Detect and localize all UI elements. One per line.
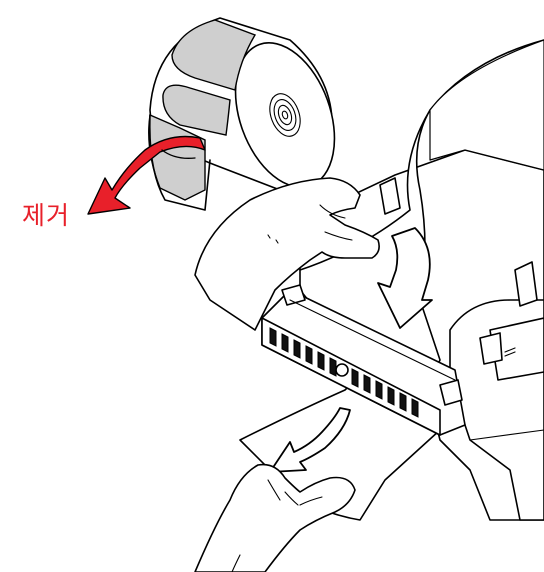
lower-hand — [195, 465, 355, 572]
remove-label: 제거 — [22, 203, 70, 228]
